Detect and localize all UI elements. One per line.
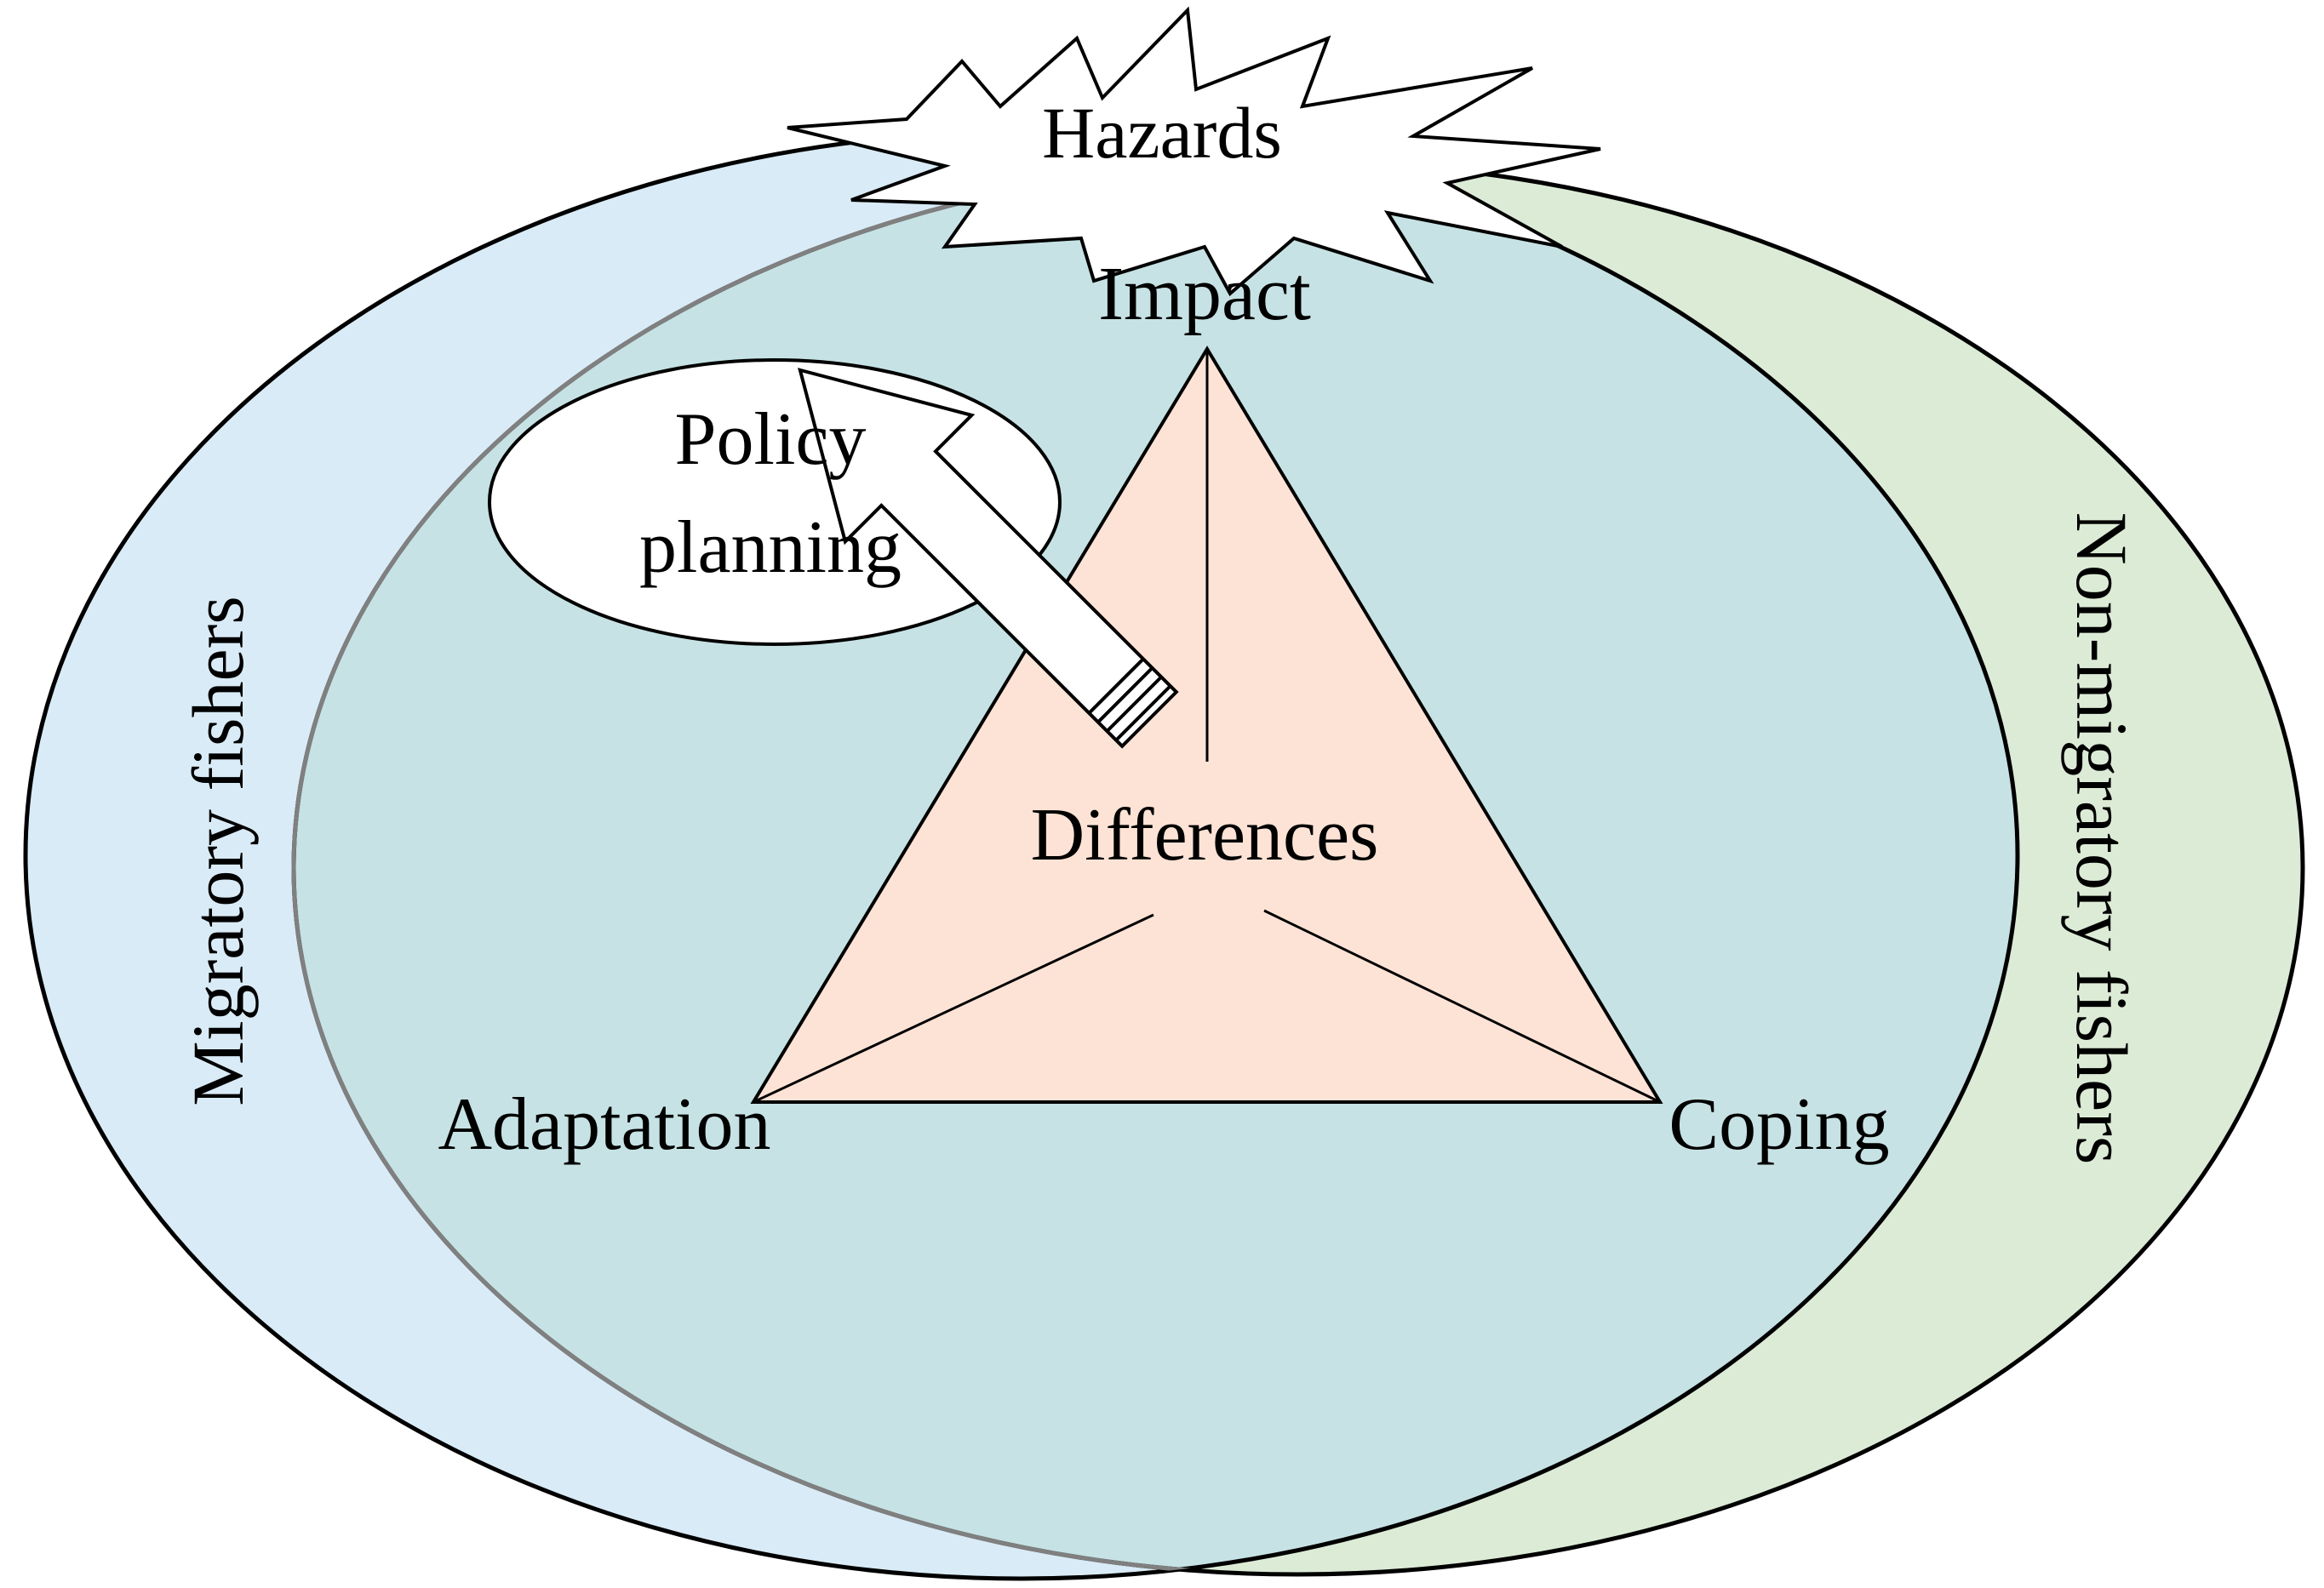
adaptation-to-differences-line (753, 913, 1154, 1104)
hazards-label: Hazards (1042, 92, 1282, 174)
policy-label-line2: planning (639, 506, 902, 589)
policy-label-line1: Policy (675, 398, 867, 481)
coping-to-differences-line (1263, 909, 1661, 1104)
non-migratory-fishers-label: Non-migratory fishers (2061, 512, 2143, 1165)
hazards-starburst (787, 6, 1601, 297)
adaptation-label: Adaptation (438, 1083, 770, 1166)
coping-label: Coping (1669, 1083, 1889, 1166)
differences-label: Differences (1031, 794, 1379, 877)
impact-label: Impact (1098, 252, 1311, 336)
arrow-to-policy-planning (798, 368, 1179, 749)
migratory-fishers-label: Migratory fishers (177, 596, 259, 1105)
